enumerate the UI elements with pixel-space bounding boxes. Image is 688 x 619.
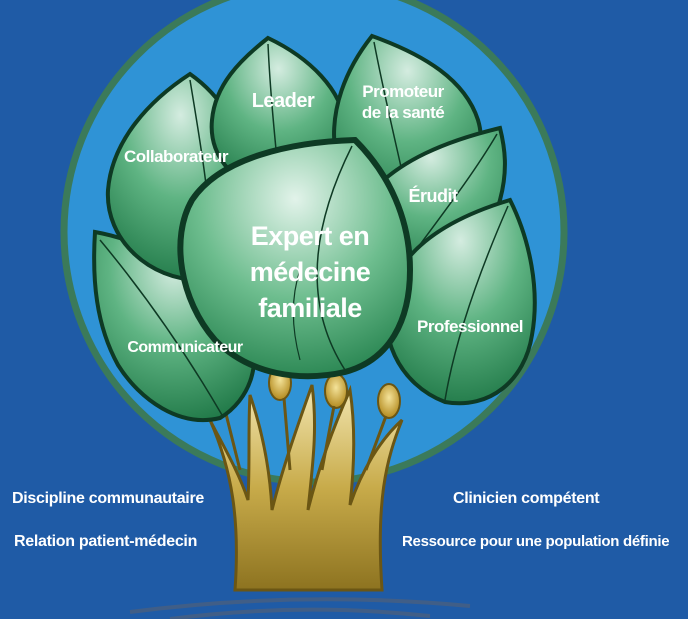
root-label-discipline: Discipline communautaire xyxy=(12,490,204,507)
label-center-line1: Expert en xyxy=(251,221,370,251)
label-center-line3: familiale xyxy=(258,293,362,323)
label-collaborateur: Collaborateur xyxy=(124,147,229,166)
label-leader: Leader xyxy=(252,90,315,112)
label-promoteur-line1: Promoteur xyxy=(362,82,444,101)
label-communicateur: Communicateur xyxy=(127,339,243,356)
root-label-relation: Relation patient-médecin xyxy=(14,533,198,550)
leaf-expert-center xyxy=(177,136,414,380)
label-erudit: Érudit xyxy=(409,185,459,206)
label-professionnel: Professionnel xyxy=(417,317,523,336)
label-promoteur-line2: de la santé xyxy=(362,103,444,122)
leaf-professionnel xyxy=(384,197,537,406)
root-label-clinicien: Clinicien compétent xyxy=(453,490,600,507)
label-center-line2: médecine xyxy=(250,257,371,287)
ground-lines xyxy=(129,597,471,619)
root-label-ressource: Ressource pour une population définie xyxy=(402,533,670,550)
